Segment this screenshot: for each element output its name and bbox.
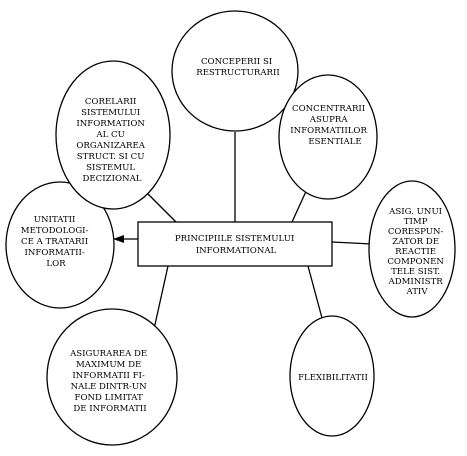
node-label: ASIGURAREA DE MAXIMUM DE INFORMATII FI- … xyxy=(69,349,150,414)
node-label: UNITATII METODOLOGI- CE A TRATARII INFOR… xyxy=(21,215,91,269)
node-label: FLEXIBILITATII xyxy=(298,373,368,383)
node-asigurarea-maximum: ASIGURAREA DE MAXIMUM DE INFORMATII FI- … xyxy=(46,308,178,446)
center-label: PRINCIPIILE SISTEMULUI INFORMATIONAL xyxy=(175,234,297,256)
node-ellipse xyxy=(278,74,378,200)
node-ellipse xyxy=(289,315,375,437)
node-ellipse xyxy=(171,10,299,132)
connector-flexibilitatii xyxy=(307,265,323,319)
node-asig-timp: ASIG. UNUI TIMP CORESPUN- ZATOR DE REACT… xyxy=(368,180,456,318)
node-unitatii: UNITATII METODOLOGI- CE A TRATARII INFOR… xyxy=(5,181,115,309)
center-rect xyxy=(137,221,333,267)
node-ellipse xyxy=(46,308,178,446)
node-label: ASIG. UNUI TIMP CORESPUN- ZATOR DE REACT… xyxy=(387,207,446,297)
center-box: PRINCIPIILE SISTEMULUI INFORMATIONAL xyxy=(137,221,333,267)
node-label: CORELARII SISTEMULUI INFORMATION AL CU O… xyxy=(76,97,147,184)
connector-asig-timp xyxy=(331,241,373,245)
node-corelarii: CORELARII SISTEMULUI INFORMATION AL CU O… xyxy=(55,60,171,210)
node-ellipse xyxy=(368,180,456,318)
arrowhead-icon xyxy=(113,235,124,243)
node-ellipse xyxy=(5,181,115,309)
node-flexibilitatii: FLEXIBILITATII xyxy=(289,315,375,437)
node-label: CONCEPERII SI RESTRUCTURARII xyxy=(196,57,280,78)
node-concepere: CONCEPERII SI RESTRUCTURARII xyxy=(171,10,299,132)
node-ellipse xyxy=(55,60,171,210)
node-concentrarii: CONCENTRARII ASUPRA INFORMATIILOR ESENTI… xyxy=(278,74,378,200)
node-label: CONCENTRARII ASUPRA INFORMATIILOR ESENTI… xyxy=(290,104,369,147)
